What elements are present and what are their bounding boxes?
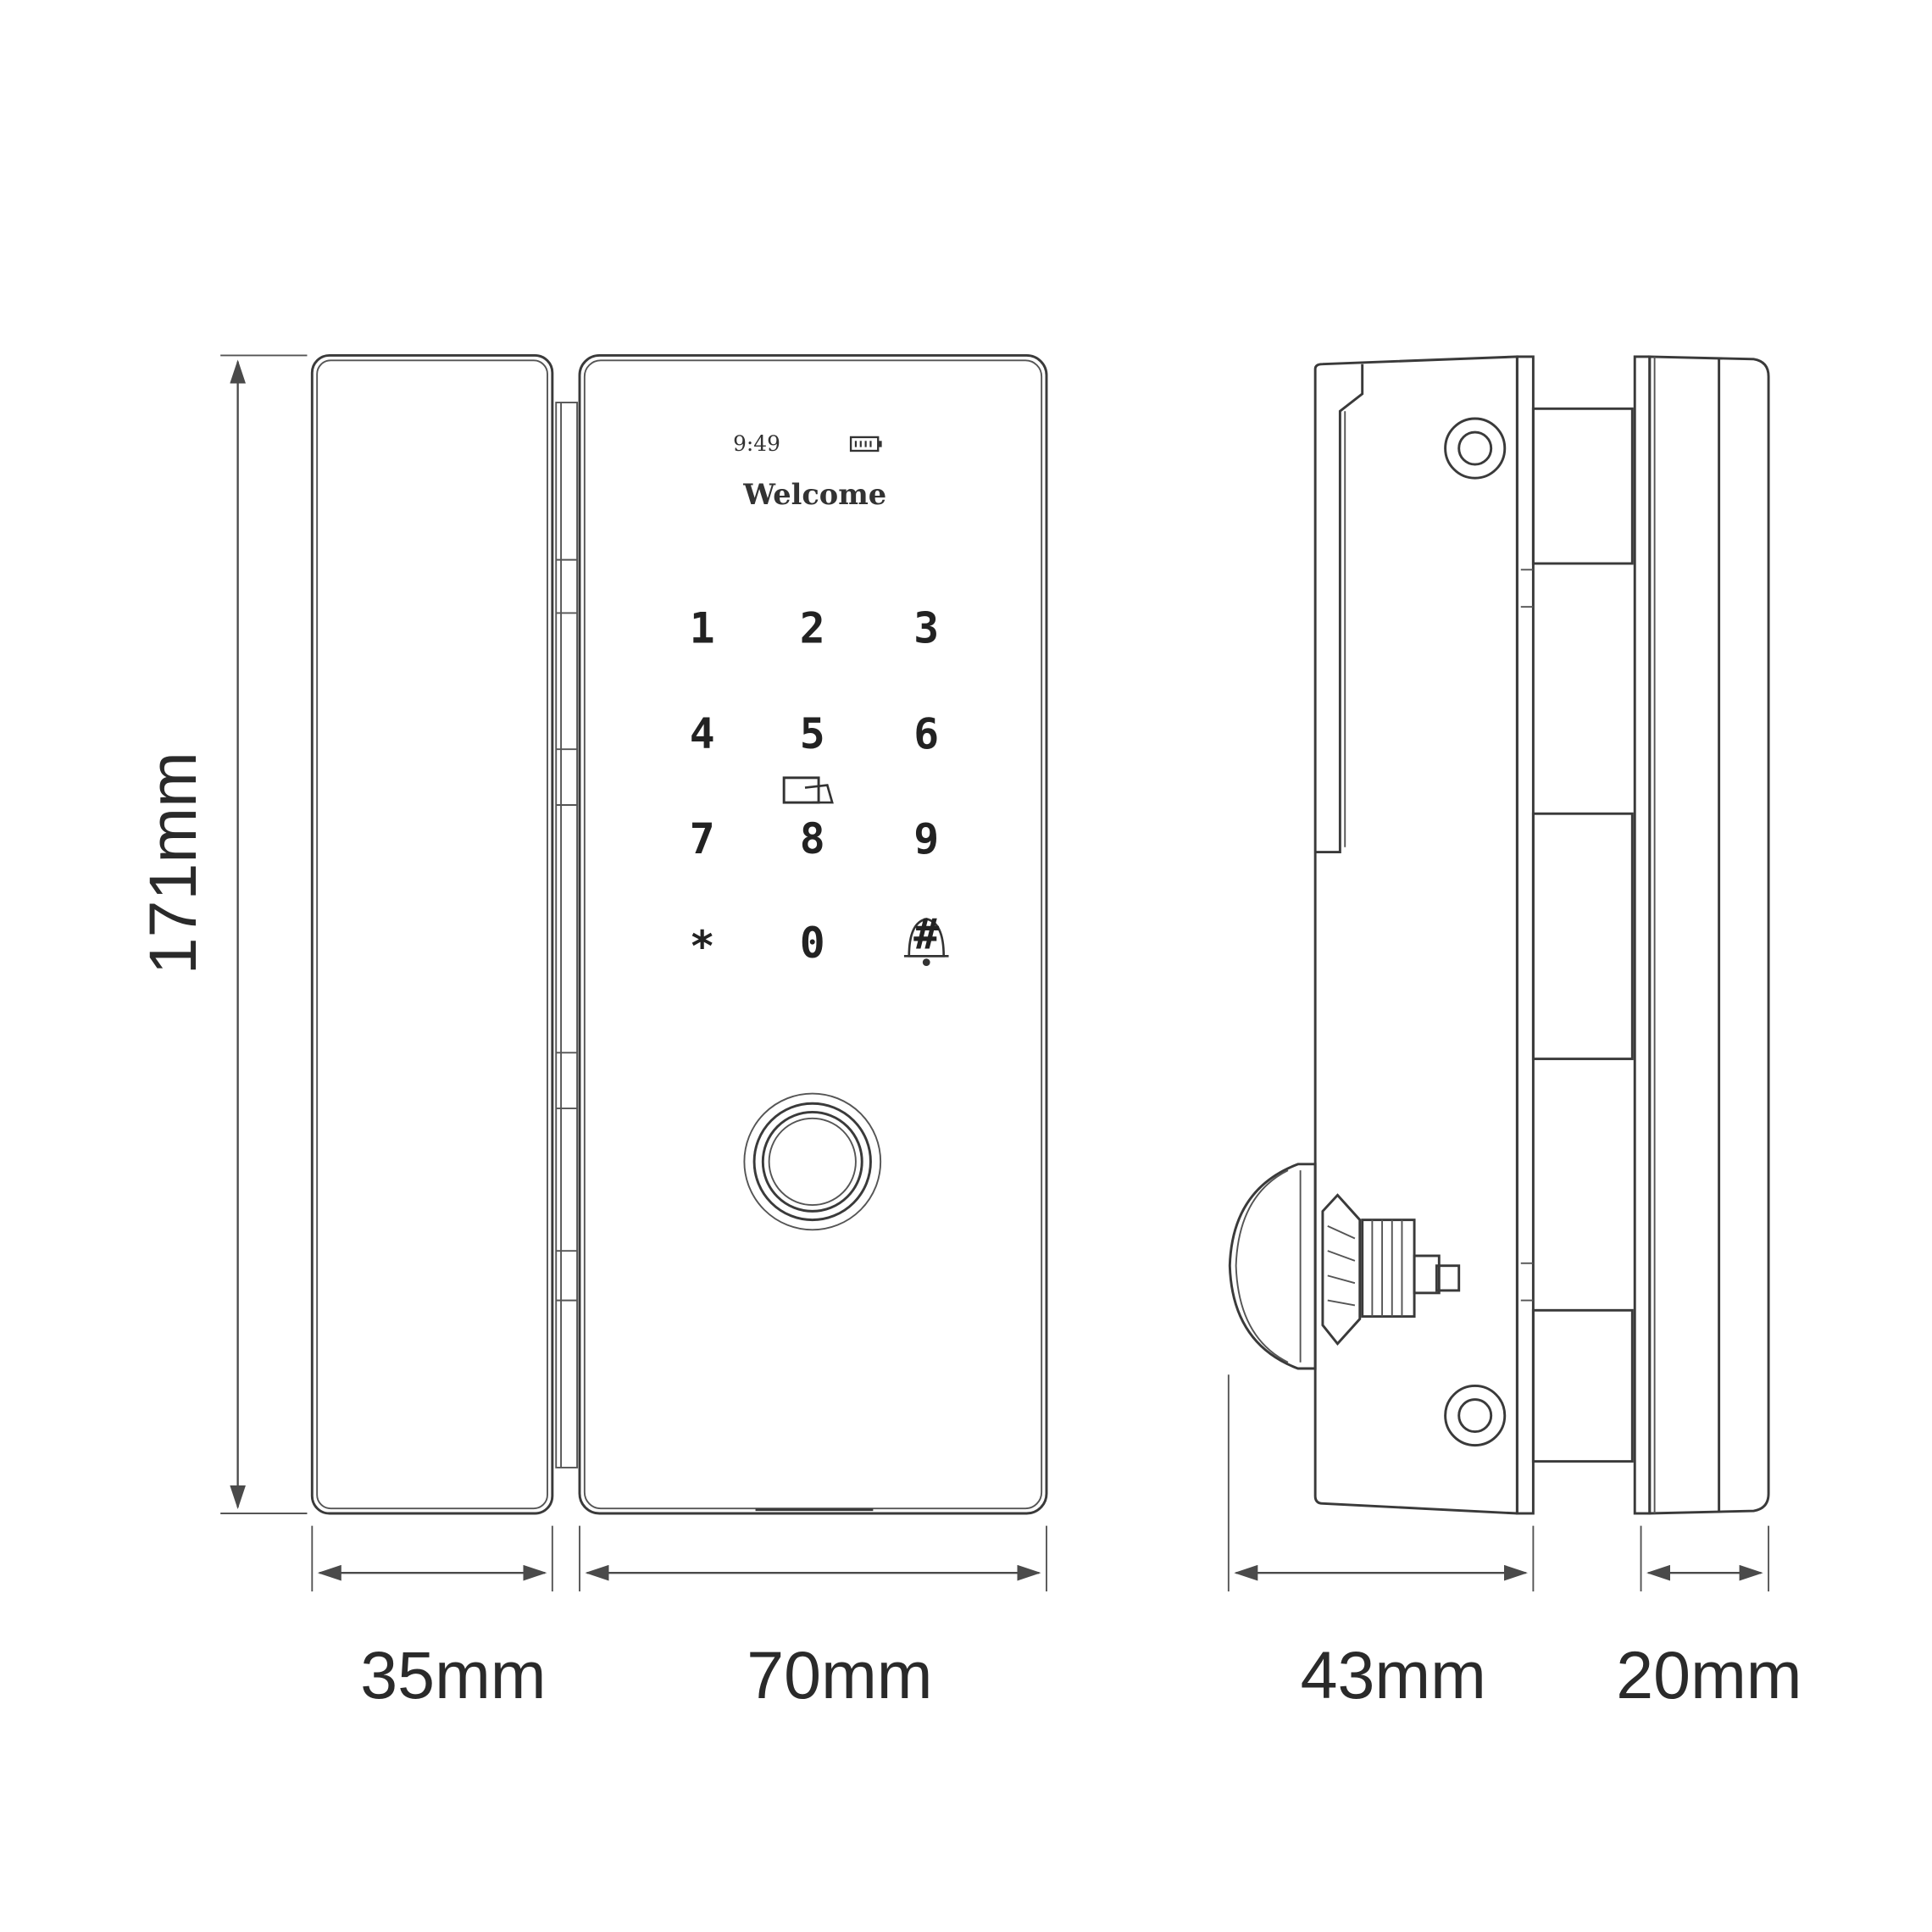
width-dimensions: 35mm 70mm 43mm 20mm bbox=[311, 1374, 1802, 1713]
left-panel bbox=[310, 353, 554, 1515]
key-3[interactable]: 3 bbox=[913, 604, 939, 653]
key-0[interactable]: 0 bbox=[800, 919, 825, 968]
screw-top bbox=[1444, 417, 1507, 480]
height-label: 171mm bbox=[136, 752, 210, 974]
side-depth-label: 43mm bbox=[1301, 1638, 1486, 1713]
screen-welcome: Welcome bbox=[742, 477, 886, 511]
fingerprint-sensor[interactable] bbox=[743, 1092, 882, 1231]
key-5[interactable]: 5 bbox=[800, 709, 825, 758]
card-reader-icon bbox=[782, 776, 834, 804]
key-8[interactable]: 8 bbox=[800, 814, 825, 863]
battery-full-icon bbox=[849, 436, 882, 452]
key-4[interactable]: 4 bbox=[690, 709, 715, 758]
key-1[interactable]: 1 bbox=[690, 604, 715, 653]
key-6[interactable]: 6 bbox=[913, 709, 939, 758]
key-2[interactable]: 2 bbox=[800, 604, 825, 653]
thumb-knob[interactable] bbox=[1228, 1163, 1461, 1370]
key-7[interactable]: 7 bbox=[690, 814, 715, 863]
side-thickness-label: 20mm bbox=[1616, 1638, 1802, 1713]
left-width-label: 35mm bbox=[360, 1638, 546, 1713]
doorbell-icon[interactable]: # bbox=[903, 910, 949, 966]
screw-bottom bbox=[1444, 1385, 1507, 1447]
keypad: 1 2 3 4 5 6 7 8 9 * 0 # bbox=[690, 604, 949, 971]
screen-time: 9:49 bbox=[733, 431, 780, 456]
key-9[interactable]: 9 bbox=[913, 814, 939, 863]
key-hash: # bbox=[913, 910, 939, 959]
front-width-label: 70mm bbox=[747, 1638, 932, 1713]
front-panel bbox=[578, 353, 1048, 1515]
height-dimension: 171mm bbox=[136, 354, 308, 1514]
hinge-strip bbox=[555, 402, 579, 1468]
side-view bbox=[1228, 355, 1770, 1515]
key-star[interactable]: * bbox=[690, 922, 715, 971]
